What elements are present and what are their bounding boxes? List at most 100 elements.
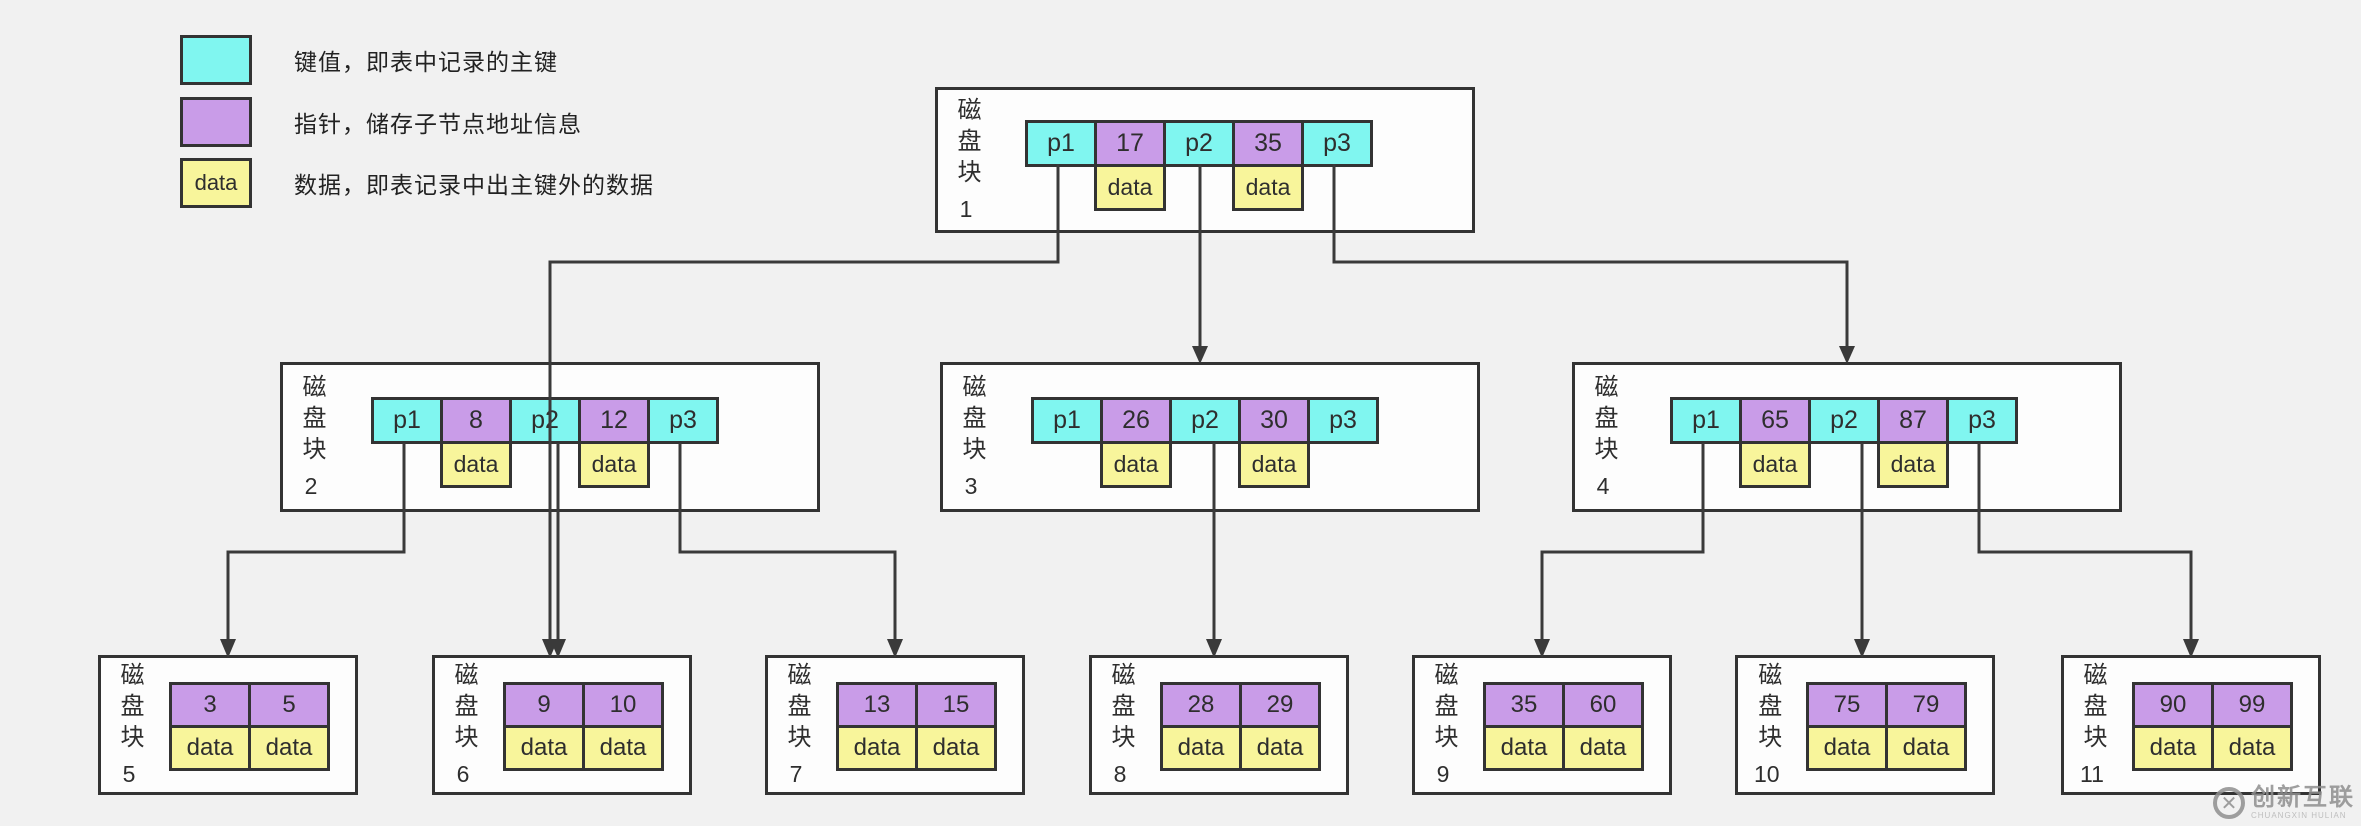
data-box: data <box>836 725 918 771</box>
watermark-subtext: CHUANGXIN HULIAN <box>2251 811 2347 820</box>
data-row: data data <box>836 725 997 771</box>
disk-block-label-text: 磁盘块 <box>1107 662 1134 755</box>
disk-block-label-text: 磁盘块 <box>298 374 325 467</box>
data-box: data <box>1562 725 1644 771</box>
brand-x-circle-icon: ✕ <box>2213 787 2245 819</box>
cell-key-79: 79 <box>1885 682 1967 728</box>
cell-key-65: 65 <box>1739 397 1811 444</box>
disk-block-7: 磁盘块 7 13 15 data data <box>765 655 1025 795</box>
data-row: data data <box>1806 725 1967 771</box>
data-box: data <box>1094 164 1166 211</box>
disk-block-11-label: 磁盘块 11 <box>2079 662 2106 788</box>
data-box: data <box>2132 725 2214 771</box>
disk-block-label-text: 磁盘块 <box>116 662 143 755</box>
disk-block-label-text: 磁盘块 <box>1590 374 1617 467</box>
disk-block-number: 4 <box>1596 473 1610 499</box>
disk-block-4: 磁盘块 4 p1 65 p2 87 p3 data data <box>1572 362 2122 512</box>
cell-p1: p1 <box>371 397 443 444</box>
data-box: data <box>2211 725 2293 771</box>
data-box: data <box>1877 441 1949 488</box>
cell-key-5: 5 <box>248 682 330 728</box>
data-row: data data <box>2132 725 2293 771</box>
cell-row: p1 17 p2 35 p3 <box>1025 120 1373 167</box>
disk-block-3-label: 磁盘块 3 <box>958 374 985 500</box>
disk-block-10-label: 磁盘块 10 <box>1753 662 1781 788</box>
cell-key-9: 9 <box>503 682 585 728</box>
disk-block-3: 磁盘块 3 p1 26 p2 30 p3 data data <box>940 362 1480 512</box>
disk-block-8-label: 磁盘块 8 <box>1107 662 1134 788</box>
disk-block-number: 1 <box>959 196 973 222</box>
cell-p3: p3 <box>1307 397 1379 444</box>
cell-key-87: 87 <box>1877 397 1949 444</box>
disk-block-number: 9 <box>1436 761 1450 787</box>
cell-key-15: 15 <box>915 682 997 728</box>
cell-key-8: 8 <box>440 397 512 444</box>
cell-p2: p2 <box>1163 120 1235 167</box>
data-box: data <box>1232 164 1304 211</box>
cell-key-28: 28 <box>1160 682 1242 728</box>
data-box: data <box>1483 725 1565 771</box>
cell-key-13: 13 <box>836 682 918 728</box>
cell-key-29: 29 <box>1239 682 1321 728</box>
data-box: data <box>1239 725 1321 771</box>
disk-block-number: 5 <box>122 761 136 787</box>
disk-block-label-text: 磁盘块 <box>1753 662 1781 755</box>
disk-block-number: 11 <box>2080 761 2104 787</box>
data-row: data data <box>1483 725 1644 771</box>
disk-block-label-text: 磁盘块 <box>450 662 477 755</box>
key-row: 28 29 <box>1160 682 1321 728</box>
data-box: data <box>582 725 664 771</box>
watermark: ✕ 创新互联 CHUANGXIN HULIAN <box>2213 786 2355 820</box>
cell-row: p1 26 p2 30 p3 <box>1031 397 1379 444</box>
legend-data-label: 数据，即表记录中出主键外的数据 <box>294 172 654 198</box>
cell-key-10: 10 <box>582 682 664 728</box>
disk-block-2-label: 磁盘块 2 <box>298 374 325 500</box>
disk-block-4-label: 磁盘块 4 <box>1590 374 1617 500</box>
data-box: data <box>503 725 585 771</box>
key-color-swatch <box>180 35 252 85</box>
cell-p2: p2 <box>1808 397 1880 444</box>
cell-p3: p3 <box>647 397 719 444</box>
cell-key-26: 26 <box>1100 397 1172 444</box>
disk-block-8: 磁盘块 8 28 29 data data <box>1089 655 1349 795</box>
disk-block-10: 磁盘块 10 75 79 data data <box>1735 655 1995 795</box>
key-row: 90 99 <box>2132 682 2293 728</box>
disk-block-5-label: 磁盘块 5 <box>116 662 143 788</box>
cell-key-35: 35 <box>1483 682 1565 728</box>
cell-key-90: 90 <box>2132 682 2214 728</box>
data-box: data <box>440 441 512 488</box>
data-row: data data <box>503 725 664 771</box>
legend-row-data: data 数据，即表记录中出主键外的数据 <box>180 158 654 208</box>
data-box: data <box>248 725 330 771</box>
data-box: data <box>1885 725 1967 771</box>
disk-block-1: 磁盘块 1 p1 17 p2 35 p3 data data <box>935 87 1475 233</box>
disk-block-2: 磁盘块 2 p1 8 p2 12 p3 data data <box>280 362 820 512</box>
cell-key-60: 60 <box>1562 682 1644 728</box>
disk-block-6: 磁盘块 6 9 10 data data <box>432 655 692 795</box>
cell-row: p1 8 p2 12 p3 <box>371 397 719 444</box>
legend-row-pointer: 指针，储存子节点地址信息 <box>180 97 582 147</box>
disk-block-label-text: 磁盘块 <box>958 374 985 467</box>
data-box: data <box>578 441 650 488</box>
disk-block-label-text: 磁盘块 <box>1430 662 1457 755</box>
pointer-color-swatch <box>180 97 252 147</box>
cell-key-75: 75 <box>1806 682 1888 728</box>
data-box: data <box>1160 725 1242 771</box>
legend-row-key: 键值，即表中记录的主键 <box>180 35 558 85</box>
disk-block-number: 7 <box>789 761 803 787</box>
data-row: data data <box>1160 725 1321 771</box>
cell-p1: p1 <box>1031 397 1103 444</box>
disk-block-label-text: 磁盘块 <box>783 662 810 755</box>
disk-block-9: 磁盘块 9 35 60 data data <box>1412 655 1672 795</box>
cell-key-99: 99 <box>2211 682 2293 728</box>
data-row: data data <box>169 725 330 771</box>
cell-p3: p3 <box>1301 120 1373 167</box>
key-row: 75 79 <box>1806 682 1967 728</box>
disk-block-number: 6 <box>456 761 470 787</box>
key-row: 9 10 <box>503 682 664 728</box>
legend-pointer-label: 指针，储存子节点地址信息 <box>294 111 582 137</box>
data-box: data <box>915 725 997 771</box>
cell-key-30: 30 <box>1238 397 1310 444</box>
data-box: data <box>1739 441 1811 488</box>
